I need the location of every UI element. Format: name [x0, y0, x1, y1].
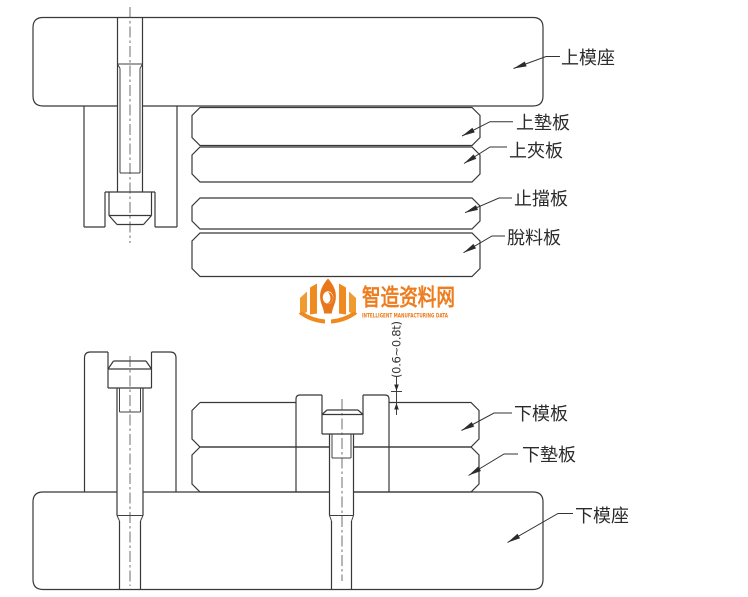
lower-right-socket-screw [321, 395, 364, 589]
screw-shank-lower [330, 521, 353, 589]
dimension-arrow-up [394, 403, 399, 410]
lower-left-screw-block-outline [83, 351, 177, 492]
upper-labels: 上模座 上墊板 上夾板 止擋板 脫料板 [461, 48, 615, 254]
screw-step [329, 515, 354, 522]
insert-protrusion-dimension: (0.6~0.8t) [390, 321, 404, 415]
logo-page-left-outer [300, 291, 307, 315]
screw-shank-lower [118, 521, 142, 589]
logo-page-right-inner [339, 283, 346, 315]
leader-upper-clamp-plate [463, 146, 507, 164]
leader-lower-die-holder [507, 513, 573, 543]
screw-hole-lines [116, 388, 144, 516]
stripper-plate-outline [191, 232, 481, 278]
leader-upper-backing-plate [461, 121, 513, 137]
screw-shank-upper [119, 388, 141, 413]
watermark-logo-icon [298, 278, 358, 324]
lower-die-holder-outline [32, 491, 544, 591]
leader-lower-die-plate [461, 412, 512, 431]
logo-book-base-left [298, 311, 325, 324]
label-stripper-plate: 脫料板 [507, 228, 561, 249]
label-stop-plate: 止擋板 [514, 189, 568, 210]
counterbore-walls [107, 352, 153, 388]
watermark-subtitle: INTELLIGENT MANUFACTURING DATA [362, 313, 448, 320]
upper-socket-screw [104, 7, 156, 243]
screw-hole-lines [328, 434, 355, 516]
lower-labels: 下模板 下墊板 下模座 [461, 404, 629, 543]
screw-head [321, 409, 364, 435]
label-lower-die-plate: 下模板 [514, 404, 568, 425]
lower-die-plate-outline [191, 401, 480, 448]
lower-assembly: (0.6~0.8t) 下模板 下墊板 下模座 [32, 321, 629, 591]
logo-flame-swirl [326, 292, 333, 304]
leader-upper-die-holder [513, 56, 560, 69]
dimension-text: (0.6~0.8t) [390, 321, 404, 378]
upper-assembly: 上模座 上墊板 上夾板 止擋板 脫料板 [32, 7, 615, 278]
upper-die-holder-outline [32, 16, 544, 107]
upper-screw-block-outline [83, 106, 178, 228]
upper-backing-plate-outline [191, 106, 481, 147]
logo-page-right-outer [349, 291, 356, 315]
logo-book-base-right [331, 311, 358, 324]
screw-shank-upper [331, 434, 352, 459]
lower-left-socket-screw [107, 352, 153, 589]
leader-stripper-plate [463, 235, 505, 254]
screw-step [117, 63, 143, 69]
screw-hole-lines [116, 17, 144, 192]
leader-lower-backing-plate [468, 453, 518, 476]
label-upper-clamp-plate: 上夾板 [509, 141, 563, 162]
upper-clamp-plate-outline [191, 146, 481, 183]
lower-backing-plate-outline [191, 446, 480, 493]
label-lower-die-holder: 下模座 [575, 506, 629, 527]
label-lower-backing-plate: 下墊板 [522, 445, 576, 466]
logo-page-left-inner [310, 283, 317, 315]
label-upper-die-holder: 上模座 [561, 48, 615, 69]
stop-plate-outline [191, 197, 481, 230]
label-upper-backing-plate: 上墊板 [516, 113, 570, 134]
dimension-arrow-down [394, 384, 399, 391]
lower-right-insert-block-outline [295, 394, 390, 492]
screw-head [108, 192, 153, 226]
watermark: 智造资料网 INTELLIGENT MANUFACTURING DATA [298, 278, 455, 324]
watermark-title: 智造资料网 [362, 284, 455, 311]
leader-stop-plate [464, 197, 512, 214]
